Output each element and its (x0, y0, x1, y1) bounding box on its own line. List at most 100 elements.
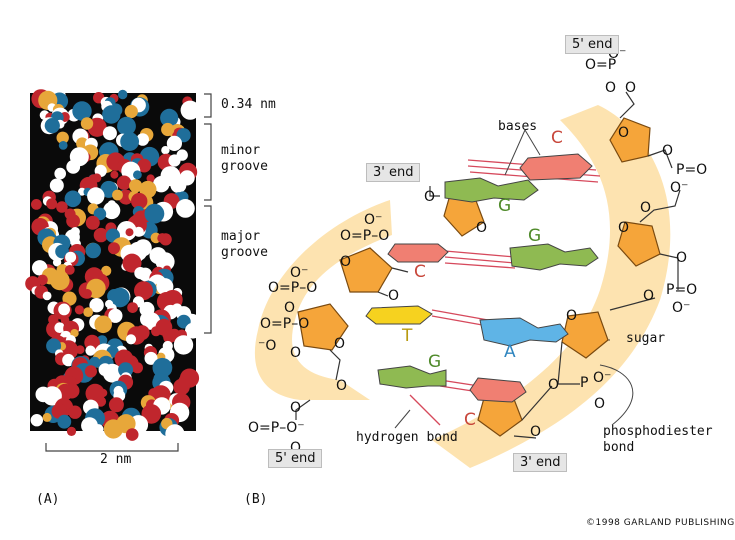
end-label-top-left: 3' end (366, 163, 421, 182)
atom-sphere (56, 201, 68, 213)
atom-sphere (30, 414, 43, 427)
copyright-notice: ©1998 GARLAND PUBLISHING (586, 518, 735, 528)
atom-sphere (141, 286, 152, 298)
atom-sphere (137, 158, 152, 173)
chem-p-2: P=O (676, 162, 708, 178)
atom-sphere (173, 378, 190, 396)
atom-sphere (49, 178, 64, 193)
atom-sphere (27, 277, 40, 290)
atom-sphere (138, 134, 149, 144)
atom-sphere (94, 315, 112, 334)
atom-sphere (131, 192, 148, 210)
major-groove-label: major groove (221, 229, 268, 261)
atom-sphere (98, 363, 112, 377)
width-label: 2 nm (100, 452, 132, 467)
atom-sphere (80, 117, 94, 130)
atom-sphere (65, 251, 77, 263)
atom-sphere (57, 414, 72, 429)
chem-o-18: O (290, 345, 302, 361)
atom-sphere (102, 126, 117, 141)
atom-sphere (89, 356, 101, 368)
end-label-bottom-left: 5' end (268, 449, 323, 468)
chem-o-13: O (424, 189, 436, 205)
atom-sphere (108, 308, 123, 323)
atom-sphere (66, 426, 77, 436)
atom-sphere (110, 287, 130, 308)
bases-annotation: bases (498, 119, 538, 134)
chem-o-5: O (640, 200, 652, 216)
atom-sphere (62, 353, 75, 367)
chem-o-17: O (284, 300, 296, 316)
base-letter-t: T (402, 326, 413, 346)
chem-o-minus-5: O⁻ (364, 212, 383, 228)
panel-b-label: (B) (244, 492, 268, 507)
chem-o-20: O (336, 378, 348, 394)
atom-sphere (66, 214, 80, 228)
chem-o-4: O (662, 143, 674, 159)
chem-o-7: O (643, 288, 655, 304)
atom-sphere (64, 265, 75, 275)
atom-sphere (124, 104, 138, 119)
atom-sphere (155, 252, 175, 272)
base-c-top (519, 153, 593, 181)
atom-sphere (180, 100, 200, 120)
end-label-bottom-right: 3' end (513, 453, 568, 472)
atom-sphere (160, 108, 179, 127)
chem-o-22: O (290, 440, 302, 456)
atom-sphere (146, 174, 155, 183)
chem-o-9: O (566, 308, 578, 324)
atom-sphere (52, 258, 62, 267)
base-letter-g-top: G (498, 196, 512, 216)
atom-sphere (185, 322, 201, 339)
atom-sphere (74, 305, 84, 315)
atom-sphere (31, 199, 42, 210)
atom-sphere (85, 345, 96, 356)
atom-sphere (133, 170, 142, 180)
atom-sphere (141, 404, 162, 424)
atom-sphere (161, 146, 170, 155)
phosphodiester-bond-annotation: phosphodiester bond (603, 424, 713, 456)
backbone-bonds (295, 91, 681, 439)
spacing-label: 0.34 nm (221, 97, 276, 112)
atom-sphere (62, 291, 77, 306)
atom-sphere (134, 267, 147, 280)
chem-p-3: P=O (666, 282, 698, 298)
atom-sphere (173, 335, 194, 355)
atom-sphere (37, 274, 48, 286)
chem-o-11: O (594, 396, 606, 412)
chem-o-1: O (605, 80, 617, 96)
atom-sphere (101, 265, 112, 276)
atom-sphere (120, 132, 139, 151)
base-g-low (377, 365, 447, 389)
panel-a-brackets (45, 93, 212, 452)
chem-o-14: O (476, 220, 488, 236)
atom-sphere (116, 175, 132, 190)
atom-sphere (54, 167, 66, 180)
dna-space-filling-photo (25, 87, 201, 444)
atom-sphere (152, 357, 173, 378)
backbone-band-right (432, 105, 671, 468)
atom-sphere (54, 322, 65, 333)
end-label-top-right: 5' end (565, 35, 620, 54)
base-c-low (469, 377, 527, 403)
atom-sphere (56, 131, 69, 144)
atom-sphere (168, 154, 181, 167)
atom-sphere (50, 270, 70, 291)
atom-sphere (64, 190, 82, 208)
atom-sphere (105, 299, 114, 309)
chem-o-21: O (290, 400, 302, 416)
atom-sphere (83, 307, 93, 317)
backbone-band-left (254, 200, 392, 400)
dna-photo-atoms (25, 87, 201, 444)
atom-sphere (44, 118, 60, 134)
chem-p-5: O=P–O (340, 228, 390, 244)
atom-sphere (108, 242, 120, 255)
atom-sphere (125, 428, 139, 441)
chem-o-6: O (676, 250, 688, 266)
atom-sphere (118, 89, 128, 100)
atom-sphere (85, 215, 100, 230)
atom-sphere (133, 226, 144, 237)
atom-sphere (125, 228, 134, 237)
chem-o-3: O (618, 125, 630, 141)
atom-sphere (122, 253, 142, 273)
